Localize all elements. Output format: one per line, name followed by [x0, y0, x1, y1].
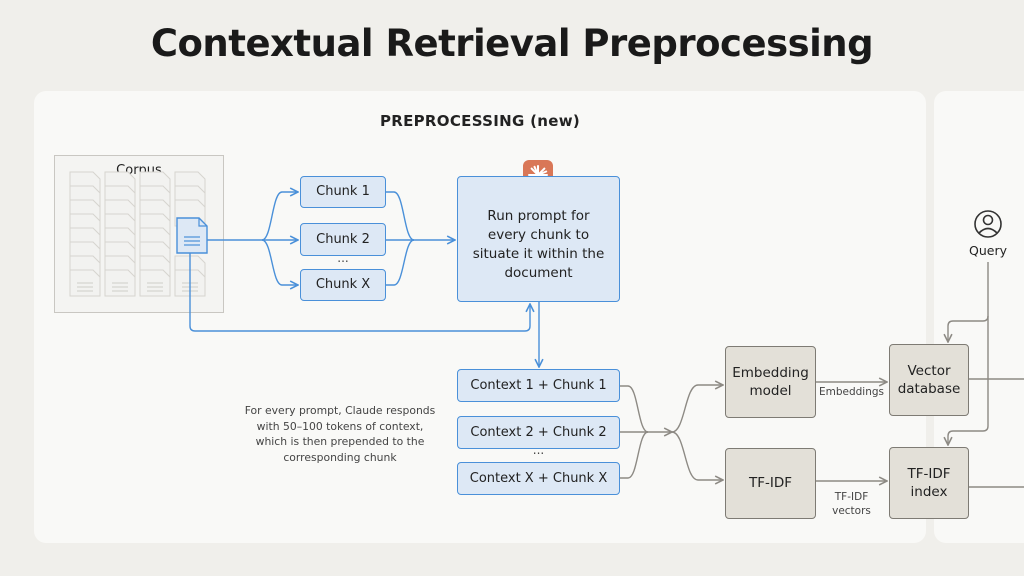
prompt-box: Run prompt for every chunk to situate it… [457, 176, 620, 302]
vector-database-box: Vector database [889, 344, 969, 416]
tfidf-vectors-label: TF-IDF vectors [832, 491, 871, 518]
context-chunk-x: Context X + Chunk X [457, 462, 620, 495]
section-label: PREPROCESSING (new) [379, 112, 581, 130]
chunk-box-2: Chunk 2 [300, 223, 386, 256]
chunk-box-x: Chunk X [300, 269, 386, 301]
corpus-documents [69, 171, 206, 297]
document-icon [176, 217, 208, 254]
claude-note: For every prompt, Claude responds with 5… [244, 404, 436, 464]
tfidf-index-box: TF-IDF index [889, 447, 969, 519]
embeddings-label: Embeddings [818, 386, 885, 398]
query-label: Query [969, 243, 1007, 258]
context-chunk-2: Context 2 + Chunk 2 [457, 416, 620, 449]
user-icon [974, 210, 1002, 238]
chunk-ellipsis: ... [337, 251, 349, 265]
context-chunk-1: Context 1 + Chunk 1 [457, 369, 620, 402]
page-title: Contextual Retrieval Preprocessing [150, 22, 874, 65]
embedding-model-box: Embedding model [725, 346, 816, 418]
chunk-box-1: Chunk 1 [300, 176, 386, 208]
context-ellipsis: ... [532, 443, 545, 457]
tfidf-box: TF-IDF [725, 448, 816, 519]
